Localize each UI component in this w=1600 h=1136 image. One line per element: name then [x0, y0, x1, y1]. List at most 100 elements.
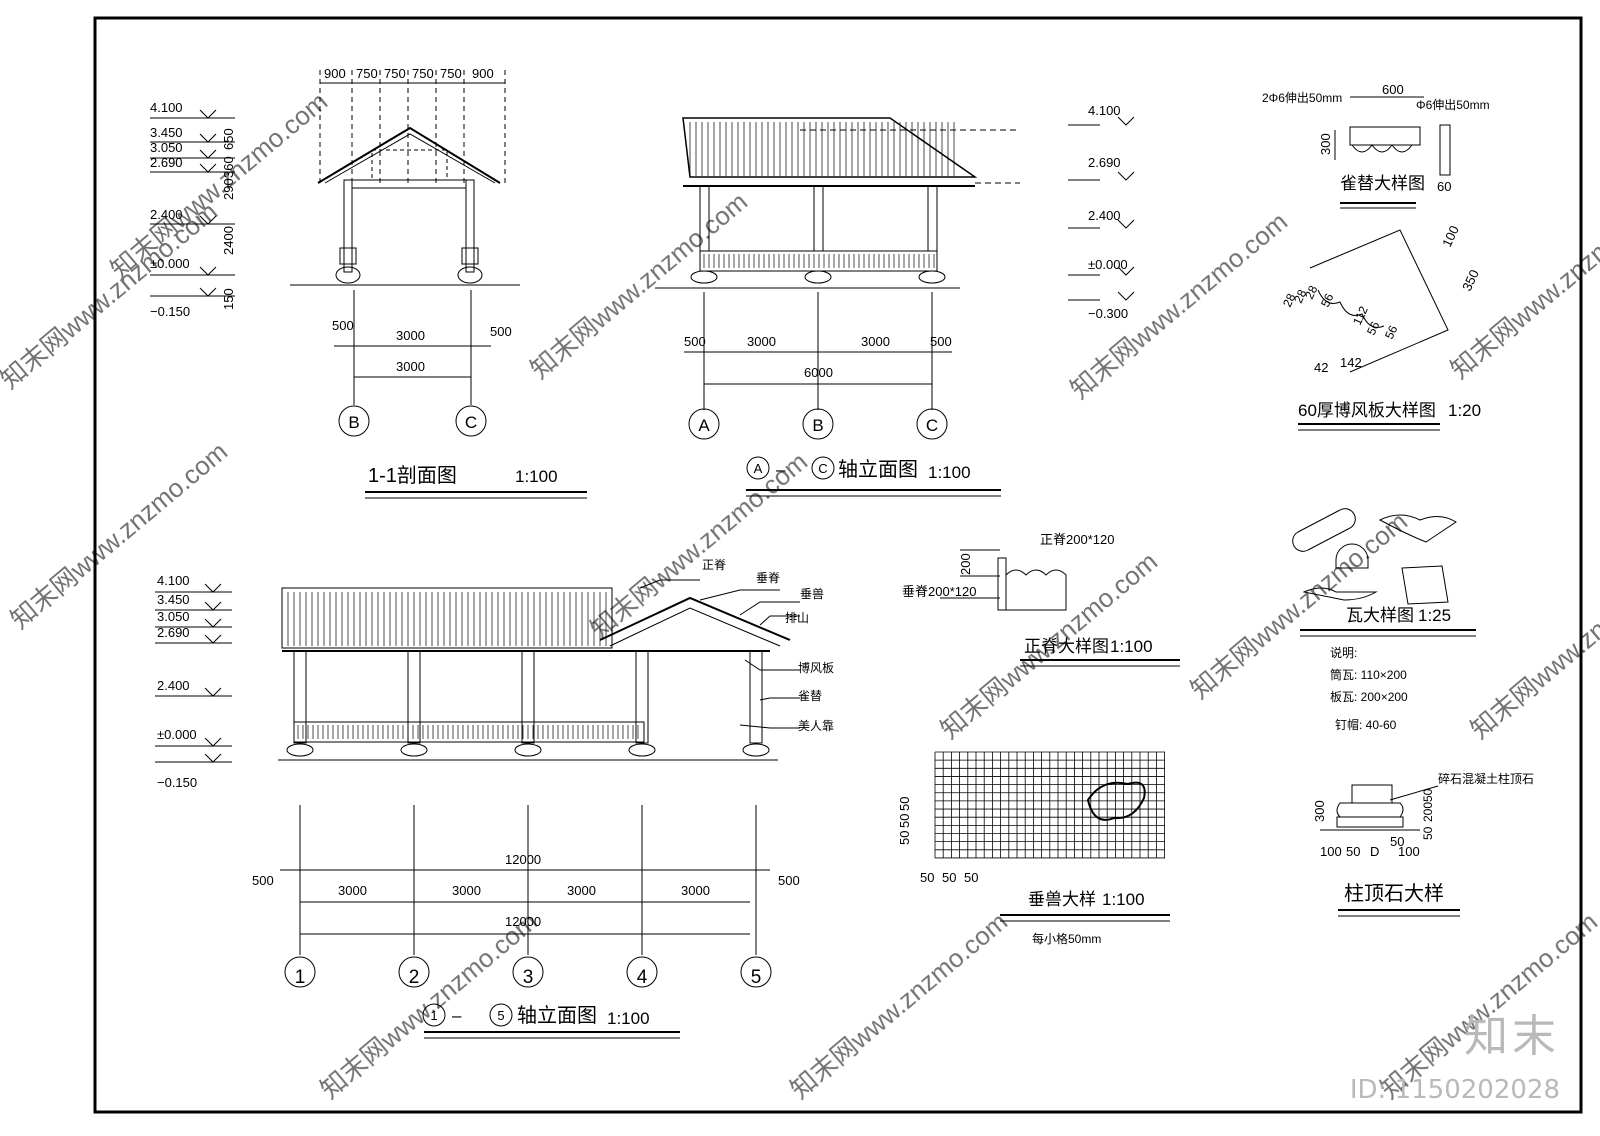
level-triangle [199, 109, 217, 119]
level-label: 3.450 [150, 125, 183, 140]
callout-label: 正脊 [702, 558, 726, 572]
dim-label: 60 [1437, 179, 1451, 194]
title-dash: – [776, 460, 786, 479]
dim-label: 500 [684, 334, 706, 349]
dim-label: 50 [897, 831, 912, 845]
title-axis-to: 5 [497, 1008, 504, 1023]
axis-label-b: B [348, 413, 359, 432]
elev-15-bench [293, 721, 645, 743]
level-triangle [199, 133, 217, 143]
dim-label: 650 [221, 128, 236, 150]
dim-label: 56 [1364, 319, 1382, 337]
queti-detail [1334, 96, 1451, 209]
level-label: 2.690 [157, 625, 190, 640]
column [293, 650, 307, 744]
column [635, 650, 649, 744]
level-triangle [1117, 266, 1135, 276]
tile-detail [1292, 508, 1476, 637]
level-triangle [199, 287, 217, 297]
zhengji-ridge [997, 557, 1007, 611]
column-base [742, 743, 770, 757]
dim-label: 28 [1280, 291, 1298, 309]
title-dash: – [452, 1006, 462, 1025]
watermark-logo: 知末 [1464, 1011, 1560, 1062]
axis-bubble [626, 956, 658, 988]
dim-label: 360 [221, 156, 236, 178]
dim-label: 150 [221, 288, 236, 310]
dim-label: 750 [412, 66, 434, 81]
section-column-left [343, 179, 353, 273]
elevation-title: 轴立面图 [838, 458, 918, 481]
dim-label: 3000 [338, 883, 367, 898]
elevation-title: 轴立面图 [517, 1004, 597, 1027]
tile-note: 板瓦: 200×200 [1330, 690, 1408, 704]
level-label: −0.150 [157, 775, 197, 790]
section-roof [317, 126, 501, 184]
axis-label-c: C [465, 413, 477, 432]
level-triangle [204, 618, 222, 628]
level-triangle [199, 163, 217, 173]
axis-bubble-c [455, 405, 487, 437]
dim-label: 300 [1312, 800, 1327, 822]
tile-flat [1378, 514, 1457, 543]
dim-label: 300 [1318, 133, 1333, 155]
level-label: ±0.000 [1088, 257, 1128, 272]
axis-label-4: 4 [637, 967, 648, 988]
level-triangle [1117, 219, 1135, 229]
watermark-text: 知末网www.znzmo.com [5, 436, 233, 634]
axis-bubble [398, 956, 430, 988]
dim-label: 56 [1318, 291, 1336, 309]
queti-bracket [1349, 126, 1421, 146]
title-axis-to: C [818, 461, 827, 476]
elevation-a-c [655, 116, 1135, 497]
dim-label: 600 [1382, 82, 1404, 97]
elevation-scale: 1:100 [928, 463, 971, 482]
section-1-1 [150, 70, 587, 499]
zhengji-label: 正脊200*120 [1040, 532, 1114, 547]
dim-label: 50 [1390, 834, 1404, 849]
elevation-a-c-texts: 4.100 2.690 2.400 ±0.000 −0.300 500 3000… [684, 103, 1128, 482]
dim-label: D [1370, 844, 1379, 859]
dim-label: 50 [1346, 844, 1360, 859]
axis-bubble [740, 956, 772, 988]
bofeng-board [1309, 229, 1449, 373]
elev-15-roof-long [281, 587, 613, 649]
bofeng-detail [1298, 229, 1449, 431]
axis-bubble-b [338, 405, 370, 437]
level-label: 2.690 [1088, 155, 1121, 170]
dim-label: 100 [1320, 844, 1342, 859]
dim-label: 3000 [681, 883, 710, 898]
level-triangle [204, 601, 222, 611]
tile-texts: 瓦大样图 1:25 说明: 筒瓦: 110×200 板瓦: 200×200 钉帽… [1330, 606, 1451, 732]
section-column-base-left [335, 266, 361, 284]
level-triangle [204, 737, 222, 747]
watermark-text: 知末网www.znzmo.com [525, 186, 753, 384]
dim-label: 12000 [505, 914, 541, 929]
level-label: ±0.000 [150, 256, 190, 271]
watermark-text: 知末网www.znzmo.com [105, 86, 333, 284]
chuishou-texts: 50 50 50 50 50 50 垂兽大样 1:100 每小格50mm [897, 797, 1145, 946]
level-label: 2.690 [150, 155, 183, 170]
level-triangle [204, 687, 222, 697]
column-base [628, 743, 656, 757]
dim-label: 142 [1340, 355, 1362, 370]
zhudingshi-column [1351, 784, 1393, 804]
level-label: 4.100 [157, 573, 190, 588]
axis-label-5: 5 [751, 967, 762, 988]
queti-note: 2Φ6伸出50mm [1262, 91, 1342, 105]
dim-label: 50 [897, 814, 912, 828]
level-label: 3.450 [157, 592, 190, 607]
axis-label-1: 1 [295, 967, 306, 988]
axis-label-b: B [812, 416, 823, 435]
dim-label: 28 [1291, 287, 1309, 305]
column-base [286, 743, 314, 757]
section-scale: 1:100 [515, 467, 558, 486]
column [407, 650, 421, 744]
elev-ac-column [813, 185, 824, 252]
level-triangle [199, 215, 217, 225]
section-column-right [465, 179, 475, 273]
level-label: ±0.000 [157, 727, 197, 742]
dim-label: 750 [440, 66, 462, 81]
chuishou-title: 垂兽大样 [1028, 890, 1096, 909]
